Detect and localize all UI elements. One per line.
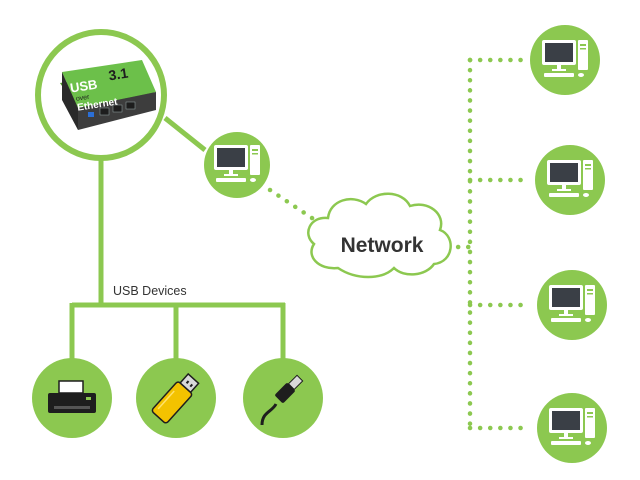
network-cloud: Network bbox=[307, 192, 452, 279]
network-computer-4[interactable] bbox=[537, 393, 607, 463]
hub-port bbox=[112, 104, 123, 113]
hub-port-blue bbox=[88, 112, 94, 117]
flash-drive-device[interactable] bbox=[136, 358, 216, 438]
pc-to-network-line bbox=[267, 187, 321, 225]
hub-port bbox=[99, 107, 110, 116]
usb-cable-device[interactable] bbox=[243, 358, 323, 438]
network-computer-2[interactable] bbox=[535, 145, 605, 215]
network-label: Network bbox=[341, 234, 424, 257]
cloud-shape bbox=[307, 192, 452, 279]
usb-connections bbox=[69, 116, 286, 360]
hub-box-side bbox=[62, 72, 78, 130]
usb-over-ethernet-hub: USB 3.1 over Ethernet bbox=[35, 29, 167, 161]
host-computer[interactable] bbox=[204, 132, 270, 198]
hub-to-pc-line bbox=[163, 116, 207, 152]
printer-icon bbox=[48, 380, 96, 413]
usb-devices-label: USB Devices bbox=[113, 284, 187, 298]
network-connections bbox=[267, 57, 533, 431]
network-computer-3[interactable] bbox=[537, 270, 607, 340]
hub-label-usb: USB bbox=[69, 77, 98, 96]
printer-device[interactable] bbox=[32, 358, 112, 438]
hub-label-over: over bbox=[75, 94, 90, 103]
network-computer-1[interactable] bbox=[530, 25, 600, 95]
hub-port bbox=[125, 101, 136, 110]
hub-label-version: 3.1 bbox=[107, 65, 129, 84]
usb-flash-drive-icon bbox=[151, 372, 200, 424]
usb-cable-icon bbox=[260, 374, 304, 426]
hub-box-top bbox=[62, 60, 156, 108]
